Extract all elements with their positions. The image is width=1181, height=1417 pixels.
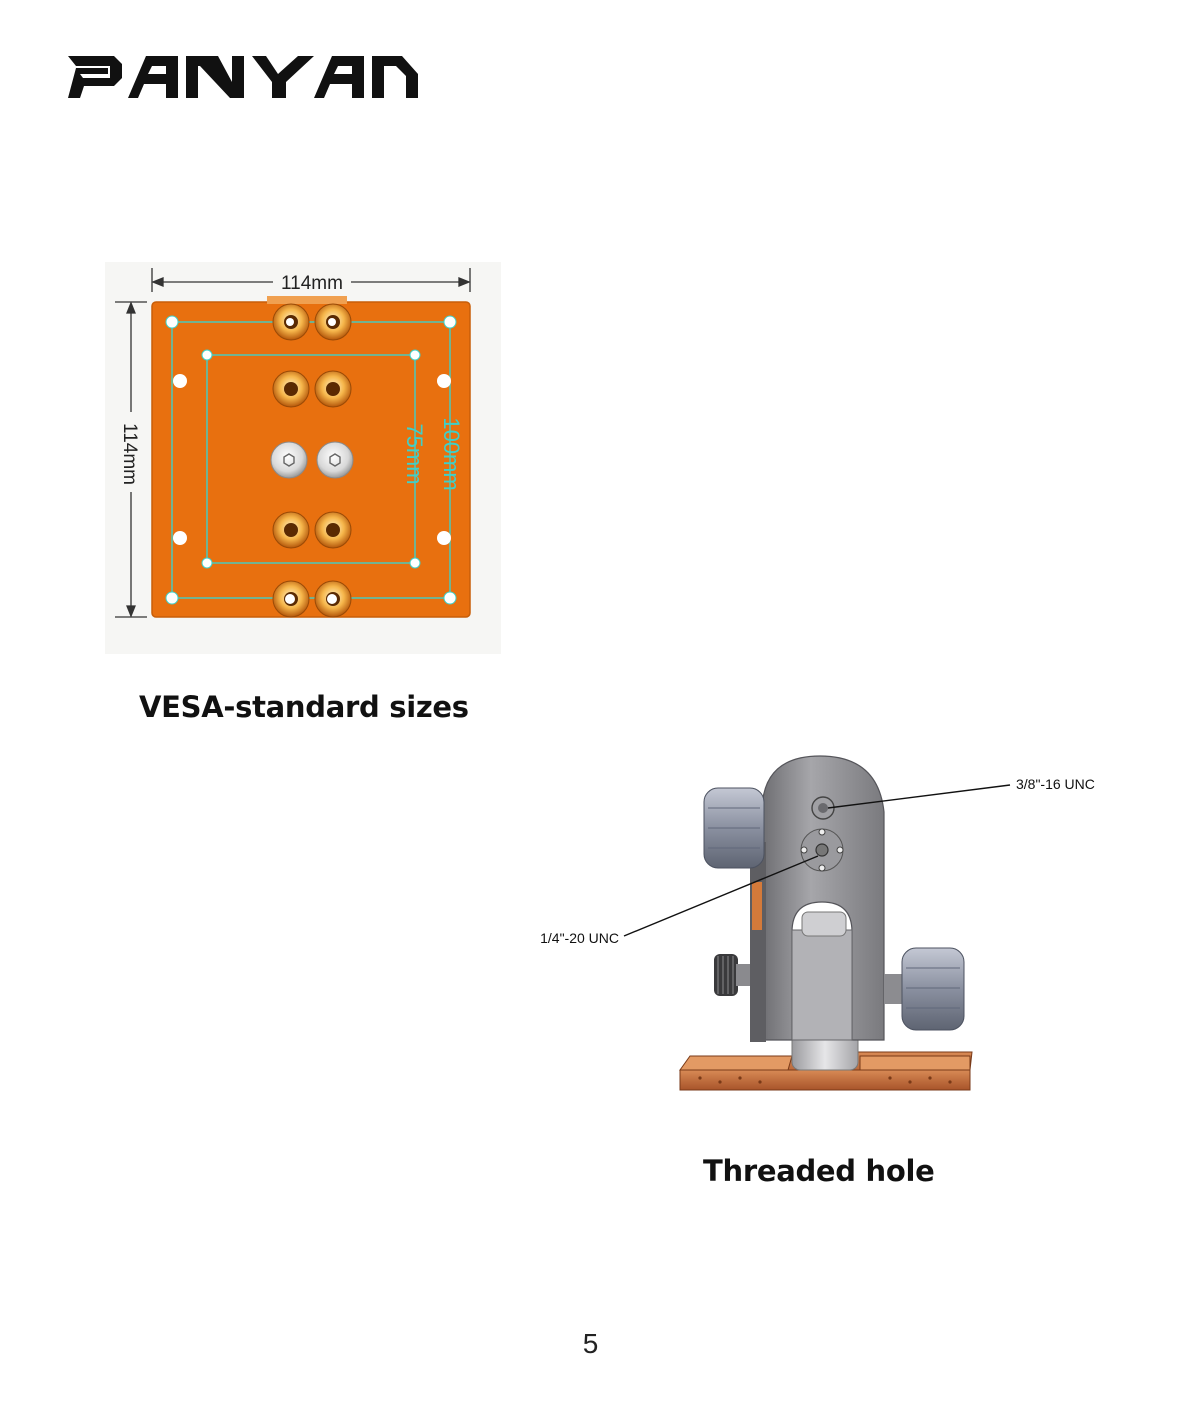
vesa-75-label: 75mm bbox=[402, 423, 427, 484]
left-knob-icon bbox=[703, 787, 765, 869]
quarter-inch-thread-label: 1/4"-20 UNC bbox=[540, 930, 619, 946]
right-knob-icon bbox=[884, 947, 965, 1031]
threaded-hole-caption: Threaded hole bbox=[703, 1154, 935, 1188]
left-knurl-knob-icon bbox=[714, 954, 750, 996]
three-eighths-thread-label: 3/8"-16 UNC bbox=[1016, 776, 1095, 792]
mount-body bbox=[761, 755, 885, 1041]
width-dimension-label: 114mm bbox=[281, 273, 343, 294]
vesa-100-label: 100mm bbox=[439, 417, 464, 490]
vesa-75-outline bbox=[206, 354, 416, 564]
vesa-caption: VESA-standard sizes bbox=[139, 690, 469, 724]
vesa-100-outline bbox=[171, 321, 451, 599]
mount-threaded-hole-diagram: 3/8"-16 UNC 1/4"-20 UNC bbox=[540, 755, 1095, 1091]
page-number: 5 bbox=[582, 1328, 599, 1359]
height-dimension-label: 114mm bbox=[119, 423, 140, 485]
vesa-plate-diagram: 114mm 114mm 75mm 100mm bbox=[105, 262, 501, 654]
brand-logo bbox=[68, 56, 418, 98]
